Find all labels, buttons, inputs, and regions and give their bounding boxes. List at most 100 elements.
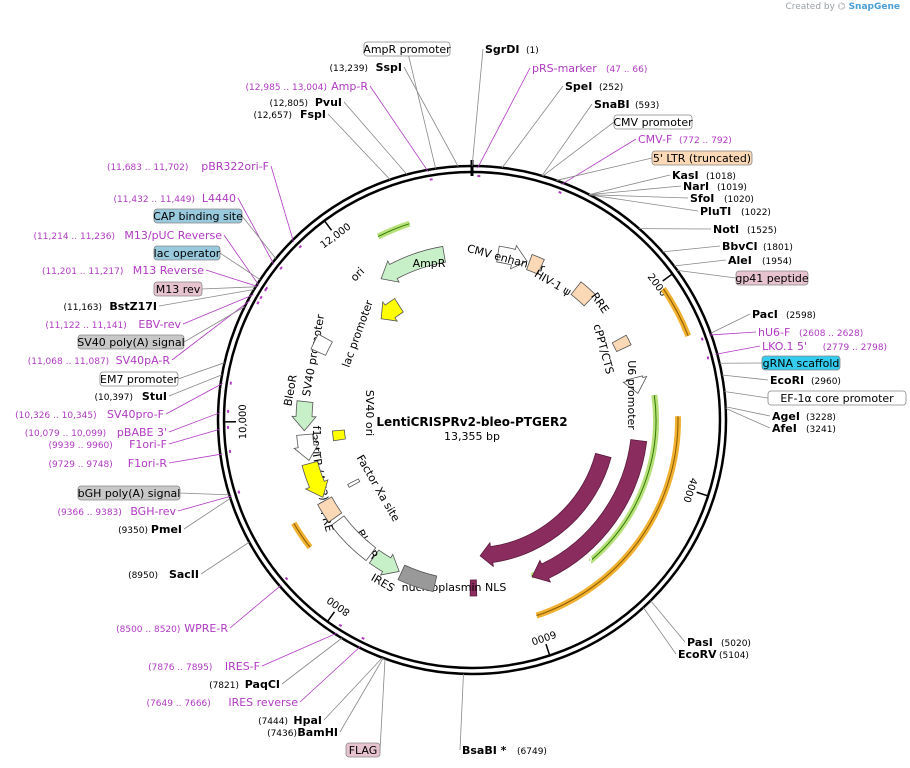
feature-bleor-shape[interactable]	[368, 549, 400, 576]
primer-m13-reverse-label[interactable]: M13 Reverse(11,201 .. 11,217)	[42, 264, 204, 277]
site-snabi-label[interactable]: SnaBI(593)	[594, 98, 659, 111]
feature-factor-xa-site-shape[interactable]	[347, 478, 361, 488]
primer-bgh-rev-label[interactable]: BGH-rev(9366 .. 9383)	[58, 505, 177, 518]
site-bbvci-label[interactable]: BbvCI (1801)	[722, 240, 793, 253]
leader-line	[182, 294, 254, 325]
site-bstz17i-label[interactable]: BstZ17I(11,163)	[63, 300, 157, 313]
primer-position: (772 .. 792)	[679, 136, 732, 146]
site-spei-label[interactable]: SpeI(252)	[565, 80, 623, 93]
box-em7-promoter[interactable]: EM7 promoter	[99, 371, 178, 387]
box-flag[interactable]: FLAG	[345, 742, 381, 758]
box-gp41-peptide[interactable]: gp41 peptide	[735, 270, 809, 286]
site-ecori-label[interactable]: EcoRI(2960)	[770, 374, 841, 387]
site-pvui-label[interactable]: PvuI(12,805)	[269, 96, 342, 109]
site-paqci-label[interactable]: PaqCI(7821)	[209, 678, 280, 691]
primer-sv40pa-r-label[interactable]: SV40pA-R(11,068 .. 11,087)	[28, 354, 171, 367]
primer-sv40pro-f-label[interactable]: SV40pro-F(10,326 .. 10,345)	[15, 408, 164, 421]
feature-wpre-shape[interactable]	[330, 515, 377, 562]
primer-wpre-r-label[interactable]: WPRE-R(8500 .. 8520)	[116, 622, 228, 635]
site-afei-label[interactable]: AfeI(3241)	[772, 422, 836, 435]
primer-f1ori-r-label[interactable]: F1ori-R(9729 .. 9748)	[49, 457, 168, 470]
site-bamhi-label[interactable]: BamHI(7436)	[267, 726, 338, 739]
box-bgh-poly-a-signal[interactable]: bGH poly(A) signal	[77, 485, 181, 501]
primer-lko-1-5--label[interactable]: LKO.1 5'(2779 .. 2798)	[762, 340, 887, 353]
site-noti-label[interactable]: NotI(1525)	[713, 223, 777, 236]
primer-prs-marker-label[interactable]: pRS-marker(47 .. 66)	[532, 62, 647, 75]
primer-name: pBABE 3'	[117, 426, 167, 439]
box-lac-operator[interactable]: lac operator	[153, 245, 221, 261]
feature-cas9-shape[interactable]	[531, 439, 648, 583]
primer-m13-puc-reverse-label[interactable]: M13/pUC Reverse(11,214 .. 11,236)	[34, 229, 223, 242]
primer-amp-r-label[interactable]: Amp-R(12,985 .. 13,004)	[246, 80, 369, 93]
site-paci-label[interactable]: PacI(2598)	[752, 308, 816, 321]
site-name: BamHI	[297, 726, 338, 739]
feature-cppt-cts-shape[interactable]	[611, 334, 632, 353]
site-agei-label[interactable]: AgeI(3228)	[772, 410, 836, 423]
box-cap-binding-site[interactable]: CAP binding site	[153, 208, 243, 224]
site-pluti-label[interactable]: PluTI(1022)	[700, 205, 771, 218]
feature-lac-promoter-shape[interactable]	[310, 333, 333, 356]
box-cmv-promoter[interactable]: CMV promoter	[613, 114, 693, 130]
feature-cmv-enhancer-shape[interactable]	[496, 244, 528, 270]
leader-line	[183, 306, 245, 343]
feature-ori-shape[interactable]	[380, 297, 404, 322]
box-background	[735, 270, 809, 286]
site-position: (8950)	[128, 571, 158, 581]
primer-name: IRES reverse	[228, 696, 298, 709]
site-kasi-label[interactable]: KasI(1018)	[672, 169, 736, 182]
box-sv40-poly-a-signal[interactable]: SV40 poly(A) signal	[77, 334, 185, 350]
feature-rre-shape[interactable]	[570, 281, 596, 307]
leader-line	[724, 391, 769, 399]
site-name: AgeI	[772, 410, 800, 423]
feature-f1-ori-shape[interactable]	[301, 460, 329, 498]
primer-pbr322ori-f-label[interactable]: pBR322ori-F(11,683 .. 11,702)	[107, 160, 269, 173]
feature-u6-promoter-shape[interactable]	[622, 375, 648, 394]
leader-line	[677, 269, 737, 279]
box-m13-rev[interactable]: M13 rev	[153, 281, 203, 297]
site-sgrdi-label[interactable]: SgrDI(1)	[485, 43, 539, 56]
primer-cmv-f-label[interactable]: CMV-F(772 .. 792)	[638, 133, 732, 146]
primer-ires-reverse-label[interactable]: IRES reverse(7649 .. 7666)	[147, 696, 299, 709]
site-sfoi-label[interactable]: SfoI(1020)	[690, 192, 754, 205]
site-alei-label[interactable]: AleI(1954)	[728, 254, 792, 267]
leader-line	[369, 85, 429, 173]
feature-label: lac promoter	[340, 298, 376, 369]
site-pmei-label[interactable]: PmeI(9350)	[118, 523, 182, 536]
primer-l4440-label[interactable]: L4440(11,432 .. 11,449)	[114, 192, 236, 205]
site-position: (1801)	[763, 243, 793, 253]
site-position: (1)	[526, 46, 539, 56]
site-sacii-label[interactable]: SacII(8950)	[128, 568, 199, 581]
site-nari-label[interactable]: NarI(1019)	[683, 180, 747, 193]
feature-bleor-shape[interactable]	[291, 400, 317, 432]
feature-sv40-ori-shape[interactable]	[331, 429, 346, 442]
feature-hiv-1--shape[interactable]	[526, 254, 545, 275]
site-stui-label[interactable]: StuI(10,397)	[94, 390, 167, 403]
site-name: BbvCI	[722, 240, 758, 253]
box-grna-scaffold[interactable]: gRNA scaffold	[761, 355, 841, 371]
site-sspi-label[interactable]: SspI(13,239)	[329, 61, 402, 74]
box-5-ltr-truncated-[interactable]: 5' LTR (truncated)	[651, 150, 753, 166]
site-ecorv-label[interactable]: EcoRV(5104)	[678, 648, 749, 661]
site-bsabi-label[interactable]: BsaBI *(6749)	[462, 744, 547, 757]
site-pasi-label[interactable]: PasI(5020)	[687, 636, 751, 649]
box-ef-1-core-promoter[interactable]: EF-1α core promoter	[767, 390, 907, 406]
feature-nucleoplasmin-nls-shape[interactable]	[469, 579, 478, 597]
primer-name: hU6-F	[758, 326, 790, 339]
feature-cas9-shape[interactable]	[479, 452, 612, 568]
site-hpai-label[interactable]: HpaI(7444)	[258, 714, 322, 727]
primer-ebv-rev-label[interactable]: EBV-rev(11,122 .. 11,141)	[45, 318, 181, 331]
primer-f1ori-f-label[interactable]: F1ori-F(9939 .. 9960)	[49, 438, 167, 451]
tick-mark	[326, 611, 336, 622]
site-fspi-label[interactable]: FspI(12,657)	[253, 108, 326, 121]
primer-pbabe-3--label[interactable]: pBABE 3'(10,079 .. 10,099)	[25, 426, 167, 439]
leader-line	[241, 215, 277, 259]
feature-ampr-shape[interactable]	[380, 245, 446, 283]
primer-hu6-f-label[interactable]: hU6-F(2608 .. 2628)	[758, 326, 863, 339]
feature-sv40-promoter-shape[interactable]	[293, 433, 319, 462]
feature-ires-shape[interactable]	[397, 564, 438, 593]
feature-3-ltr-u3--shape[interactable]	[317, 496, 343, 523]
box-ampr-promoter[interactable]: AmpR promoter	[363, 41, 451, 57]
primer-ires-f-label[interactable]: IRES-F(7876 .. 7895)	[148, 660, 260, 673]
primer-position: (9729 .. 9748)	[49, 460, 113, 470]
